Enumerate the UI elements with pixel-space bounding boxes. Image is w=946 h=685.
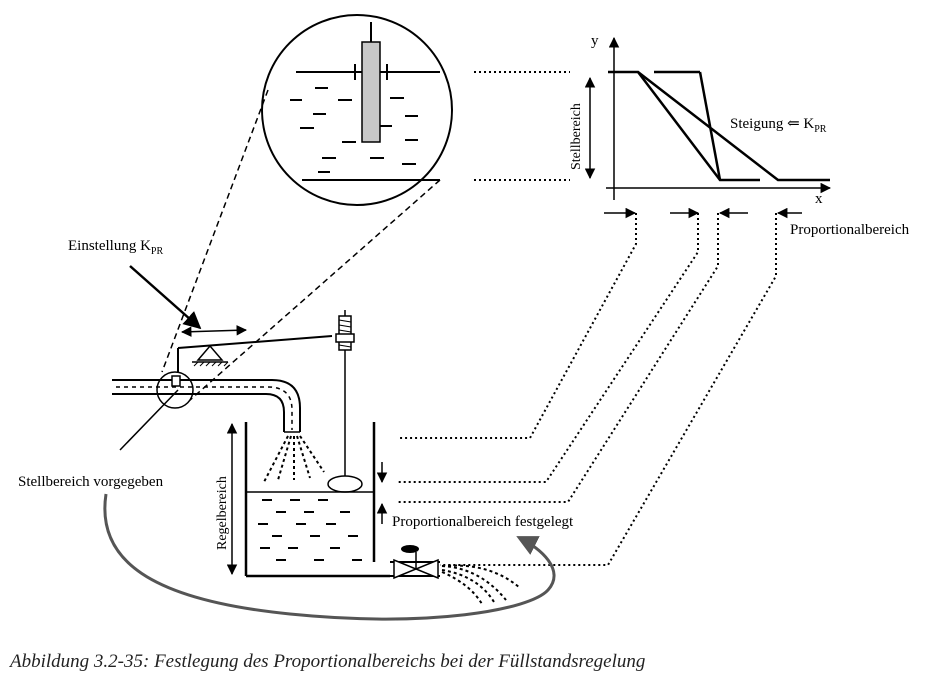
x-axis-label: x <box>815 191 823 207</box>
float-icon <box>327 475 363 493</box>
valve-handle-icon <box>401 545 419 553</box>
y-axis-label: y <box>591 33 599 49</box>
figure-caption: Abbildung 3.2-35: Festlegung des Proport… <box>10 651 646 672</box>
water-spray-out <box>441 564 521 605</box>
valve-piston-icon <box>171 375 181 387</box>
curve-flat <box>637 71 830 182</box>
lever-mechanism <box>177 310 363 493</box>
regelbereich-label: Regelbereich <box>215 476 230 550</box>
tank-water-dashes <box>258 499 362 561</box>
steigung-label: Steigung ⇐ KPR <box>730 116 827 135</box>
circle-chart-links <box>474 71 570 181</box>
projection-lines <box>398 213 777 566</box>
water-spray-in <box>263 435 325 483</box>
stellbereich-axis-label: Stellbereich <box>569 103 584 170</box>
adjust-arrow <box>180 325 248 337</box>
zoom-cone-lines <box>161 89 441 401</box>
piston-icon <box>361 41 381 143</box>
lever-arm <box>177 335 333 349</box>
characteristic-chart: y x Stellbereich Steigung ⇐ KPR Proporti… <box>569 33 910 238</box>
level-control-diagram: y x Stellbereich Steigung ⇐ KPR Proporti… <box>18 14 910 621</box>
tank: Regelbereich <box>215 422 440 580</box>
feedback-arrow <box>103 493 556 621</box>
einstellung-label: Einstellung KPR <box>68 238 163 257</box>
proportionalbereich-label: Proportionalbereich <box>790 222 910 238</box>
proportionalbereich-festgelegt-label: Proportionalbereich festgelegt <box>392 514 574 530</box>
pivot-icon <box>196 344 224 361</box>
stellbereich-vorgegeben-label: Stellbereich vorgegeben <box>18 474 164 490</box>
einstellung-pointer <box>129 265 202 330</box>
detail-zoom-circle <box>261 14 453 206</box>
valve-detail-marker <box>156 371 194 409</box>
water-dashes <box>290 87 418 173</box>
curve-steep <box>608 70 760 182</box>
inlet-pipe <box>112 371 301 451</box>
stellbereich-pointer <box>119 389 179 451</box>
